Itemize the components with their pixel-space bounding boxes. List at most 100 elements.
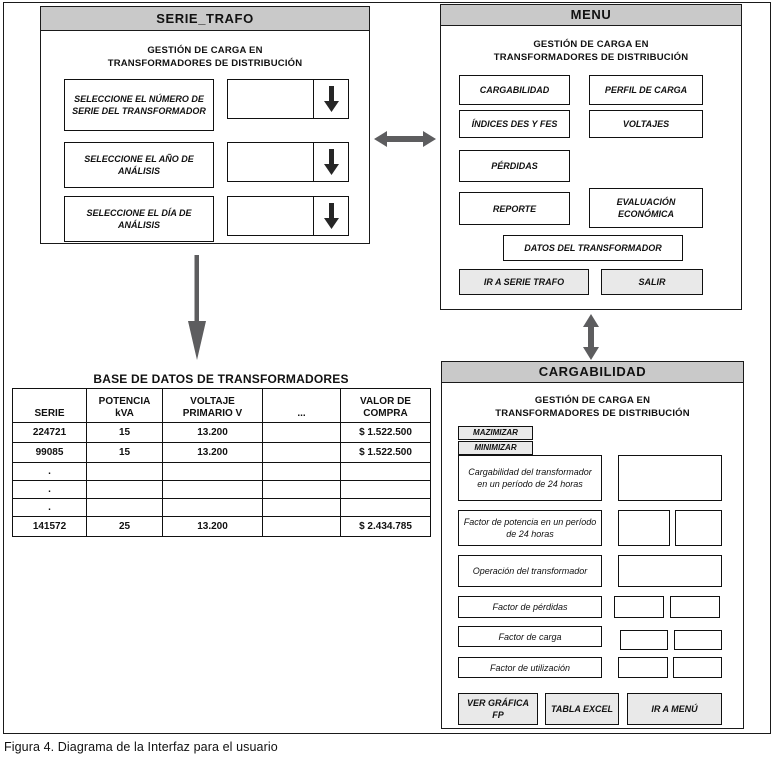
connector-menu-cargabilidad (580, 314, 602, 365)
label-factor-utilizacion: Factor de utilización (458, 657, 602, 678)
value-cargabilidad-24h[interactable] (618, 455, 722, 501)
cell-voltaje: 13.200 (162, 516, 263, 537)
column-header-serie: SERIE (12, 388, 87, 423)
cell-serie: . (12, 462, 87, 481)
button-ver-grafica-fp[interactable]: VER GRÁFICA FP (458, 693, 538, 725)
button-ir-a-menu[interactable]: IR A MENÚ (627, 693, 722, 725)
menu-button-datos-transformador[interactable]: DATOS DEL TRANSFORMADOR (503, 235, 683, 261)
database-title: BASE DE DATOS DE TRANSFORMADORES (93, 372, 349, 386)
table-row: . (12, 462, 431, 481)
value-factor-perdidas-1[interactable] (614, 596, 664, 618)
down-arrow-icon[interactable] (314, 80, 348, 118)
dropdown-dia-analisis-value[interactable] (228, 197, 314, 235)
subtitle-line1: GESTIÓN DE CARGA EN (534, 395, 651, 406)
column-header-valor-compra-line1: VALOR DE (360, 396, 411, 407)
column-header-voltaje-line1: VOLTAJE (190, 396, 235, 407)
label-ano-analisis: SELECCIONE EL AÑO DE ANÁLISIS (64, 142, 214, 188)
cell-serie: 224721 (12, 422, 87, 443)
cell-valor-compra: $ 1.522.500 (340, 422, 431, 443)
table-row: . (12, 480, 431, 499)
down-arrow-icon[interactable] (314, 197, 348, 235)
menu-button-voltajes[interactable]: VOLTAJES (589, 110, 703, 138)
dropdown-serie-numero[interactable] (227, 79, 349, 119)
menu-button-evaluacion-economica[interactable]: EVALUACIÓN ECONÓMICA (589, 188, 703, 228)
down-arrow-glyph (323, 85, 339, 112)
cell-serie: . (12, 480, 87, 499)
cell-ellipsis (262, 462, 341, 481)
window-body-menu: GESTIÓN DE CARGA EN TRANSFORMADORES DE D… (441, 26, 741, 309)
menu-button-indices-des-fes[interactable]: ÍNDICES DES Y FES (459, 110, 570, 138)
menu-button-ir-a-serie-trafo[interactable]: IR A SERIE TRAFO (459, 269, 589, 295)
column-header-voltaje: VOLTAJE PRIMARIO V (162, 388, 263, 423)
cell-potencia: 15 (86, 442, 163, 463)
window-serie-trafo: SERIE_TRAFO GESTIÓN DE CARGA EN TRANSFOR… (40, 6, 370, 244)
value-factor-carga-2[interactable] (674, 630, 722, 650)
table-row: 224721 15 13.200 $ 1.522.500 (12, 422, 431, 443)
subtitle-serie-trafo: GESTIÓN DE CARGA EN TRANSFORMADORES DE D… (41, 31, 369, 70)
subtitle-line1: GESTIÓN DE CARGA EN (533, 39, 649, 50)
double-arrow-horizontal-icon (374, 131, 436, 147)
cell-ellipsis (262, 480, 341, 499)
cell-serie: . (12, 498, 87, 517)
dropdown-serie-numero-value[interactable] (228, 80, 314, 118)
subtitle-cargabilidad: GESTIÓN DE CARGA EN TRANSFORMADORES DE D… (442, 383, 743, 420)
column-header-serie-line2: SERIE (34, 408, 65, 419)
table-row: 141572 25 13.200 $ 2.434.785 (12, 516, 431, 537)
cell-voltaje (162, 498, 263, 517)
column-header-valor-compra-line2: COMPRA (363, 408, 408, 419)
arrow-down-icon (188, 255, 206, 360)
cell-voltaje: 13.200 (162, 442, 263, 463)
column-header-potencia-line2: kVA (115, 408, 134, 419)
value-factor-carga-1[interactable] (620, 630, 668, 650)
value-factor-potencia-1[interactable] (618, 510, 670, 546)
down-arrow-icon[interactable] (314, 143, 348, 181)
menu-button-perdidas[interactable]: PÉRDIDAS (459, 150, 570, 182)
cell-valor-compra (340, 462, 431, 481)
down-arrow-glyph (323, 148, 339, 175)
value-factor-utilizacion-2[interactable] (673, 657, 722, 678)
column-header-ellipsis-line2: ... (297, 408, 306, 419)
titlebar-cargabilidad: CARGABILIDAD (442, 362, 743, 383)
cell-ellipsis (262, 498, 341, 517)
down-arrow-glyph (323, 202, 339, 229)
subtitle-line1: GESTIÓN DE CARGA EN (147, 45, 263, 56)
cell-valor-compra: $ 2.434.785 (340, 516, 431, 537)
cell-ellipsis (262, 442, 341, 463)
menu-button-cargabilidad[interactable]: CARGABILIDAD (459, 75, 570, 105)
column-header-potencia-line1: POTENCIA (98, 396, 151, 407)
value-factor-utilizacion-1[interactable] (618, 657, 668, 678)
window-body-cargabilidad: GESTIÓN DE CARGA EN TRANSFORMADORES DE D… (442, 383, 743, 728)
cell-serie: 141572 (12, 516, 87, 537)
cell-valor-compra (340, 498, 431, 517)
value-factor-potencia-2[interactable] (675, 510, 722, 546)
menu-button-reporte[interactable]: REPORTE (459, 192, 570, 225)
value-operacion-transformador[interactable] (618, 555, 722, 587)
column-header-potencia: POTENCIA kVA (86, 388, 163, 423)
cell-voltaje (162, 462, 263, 481)
table-row: . (12, 498, 431, 517)
double-arrow-vertical-icon (583, 314, 599, 360)
cell-potencia (86, 480, 163, 499)
figure-caption: Figura 4. Diagrama de la Interfaz para e… (4, 740, 278, 754)
menu-button-salir[interactable]: SALIR (601, 269, 703, 295)
cell-potencia: 25 (86, 516, 163, 537)
button-maximize[interactable]: MAZIMIZAR (458, 426, 533, 440)
dropdown-ano-analisis[interactable] (227, 142, 349, 182)
cell-valor-compra (340, 480, 431, 499)
titlebar-menu: MENU (441, 5, 741, 26)
menu-button-perfil-de-carga[interactable]: PERFIL DE CARGA (589, 75, 703, 105)
dropdown-dia-analisis[interactable] (227, 196, 349, 236)
cell-ellipsis (262, 422, 341, 443)
cell-ellipsis (262, 516, 341, 537)
button-tabla-excel[interactable]: TABLA EXCEL (545, 693, 619, 725)
subtitle-line2: TRANSFORMADORES DE DISTRIBUCIÓN (493, 52, 689, 63)
titlebar-serie-trafo: SERIE_TRAFO (41, 7, 369, 31)
cell-potencia (86, 462, 163, 481)
dropdown-ano-analisis-value[interactable] (228, 143, 314, 181)
column-header-voltaje-line2: PRIMARIO V (182, 408, 243, 419)
value-factor-perdidas-2[interactable] (670, 596, 720, 618)
label-serie-numero: SELECCIONE EL NÚMERO DE SERIE DEL TRANSF… (64, 79, 214, 131)
cell-potencia: 15 (86, 422, 163, 443)
button-minimize[interactable]: MINIMIZAR (458, 441, 533, 455)
connector-serie-trafo-database (186, 255, 208, 366)
